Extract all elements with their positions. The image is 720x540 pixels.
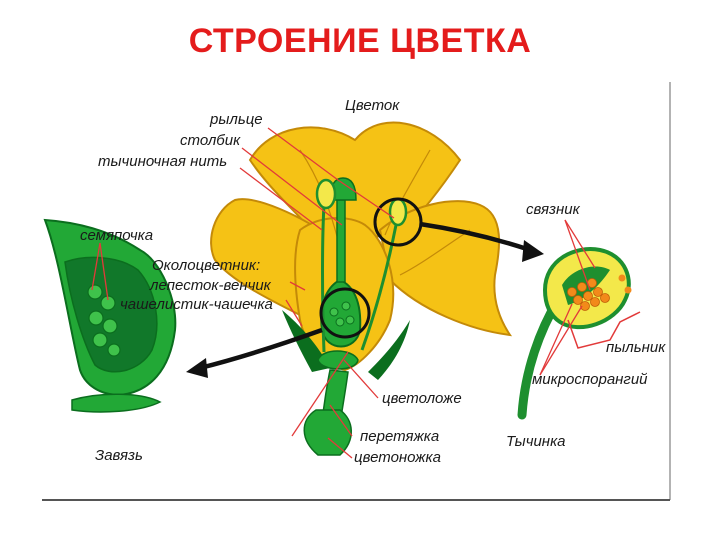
pollen-grain [600,293,610,303]
pointer-lines [91,127,596,459]
label-microsporangium: микроспорангий [532,371,648,388]
pointer-style [241,147,343,226]
pointer-sepal [285,299,303,327]
stamen-anther-left [315,178,337,210]
ovule-dot [92,332,108,348]
pointer-constriction [329,404,353,437]
pointer-connective [564,219,596,269]
label-constriction: перетяжка [360,428,439,445]
ovule-dot [341,301,351,311]
pollen-grain [577,282,587,292]
pollen-grain [624,286,632,294]
ovary-inner-cavity [64,256,158,373]
pollen-grains [567,278,610,311]
pointer-connective-2 [564,219,591,291]
stamen-anther-right [388,197,408,227]
pollen-grain [573,295,583,305]
pointer-pedicel [327,437,353,459]
stamen-filament-right [360,224,398,351]
label-anther: пыльник [606,339,666,356]
sepal-right [368,320,410,380]
pollen-grain [580,301,590,311]
ovary-ovules [87,284,121,357]
pointer-stigma [267,127,395,219]
pointer-petal [289,281,306,291]
label-pedicel: цветоножка [354,449,441,466]
petal-vein [384,149,431,236]
arrow-to-stamen-head [522,240,544,262]
label-petal-corolla: лепесток-венчик [149,277,272,294]
label-perianth: Околоцветник: [152,257,260,274]
pointer-filament [239,167,323,231]
pistil-ovules [329,301,355,327]
pollen-grains-outer [618,274,632,294]
zoom-circle-ovary [319,287,371,339]
label-stamen: Тычинка [506,433,566,450]
pollen-grain [567,287,577,297]
pointer-ovule-2 [99,242,109,301]
pollen-grain [593,287,603,297]
ovule-dot [87,284,103,300]
label-sepal-calyx: чашелистик-чашечка [120,296,273,313]
arrow-to-stamen [419,221,531,253]
pollen-grain [590,297,600,307]
pointer-microsporangium-2 [539,305,583,376]
pedicel [303,409,352,456]
ovary-base [71,393,162,413]
ovule-dot [88,310,104,326]
ovule-dot [107,343,121,357]
pistil-style [336,199,346,283]
sepal-left [282,310,330,372]
ovule-dot [345,315,355,325]
anther-bracket [567,311,641,349]
pointer-stem-long [291,351,349,437]
ovule-dot [329,307,339,317]
label-flower: Цветок [345,97,400,114]
pointer-ovule-1 [91,242,101,291]
ovule-dot [335,317,345,327]
label-ovary: Завязь [95,447,143,464]
page-title: СТРОЕНИЕ ЦВЕТКА [188,22,532,60]
pollen-grain [618,274,626,282]
arrow-to-ovary-head [186,358,208,378]
arrow-to-ovary [199,327,323,371]
label-filament: тычиночная нить [98,153,227,170]
label-style: столбик [180,132,241,149]
pointer-microsporangium [539,303,573,376]
pollen-grain [583,291,593,301]
zoom-arrows [186,221,544,378]
label-connective: связник [526,201,581,218]
label-receptacle: цветоложе [382,390,462,407]
pointer-receptacle [343,359,379,399]
stamen-filament-left [321,204,326,353]
label-stigma: рыльце [209,111,263,128]
label-ovule: семяпочка [80,227,153,244]
ovule-dot [102,318,118,334]
ovary-section [43,218,177,413]
petal-vein [399,229,471,276]
stamen-detail [517,247,641,420]
pistil-ovary [320,278,362,348]
